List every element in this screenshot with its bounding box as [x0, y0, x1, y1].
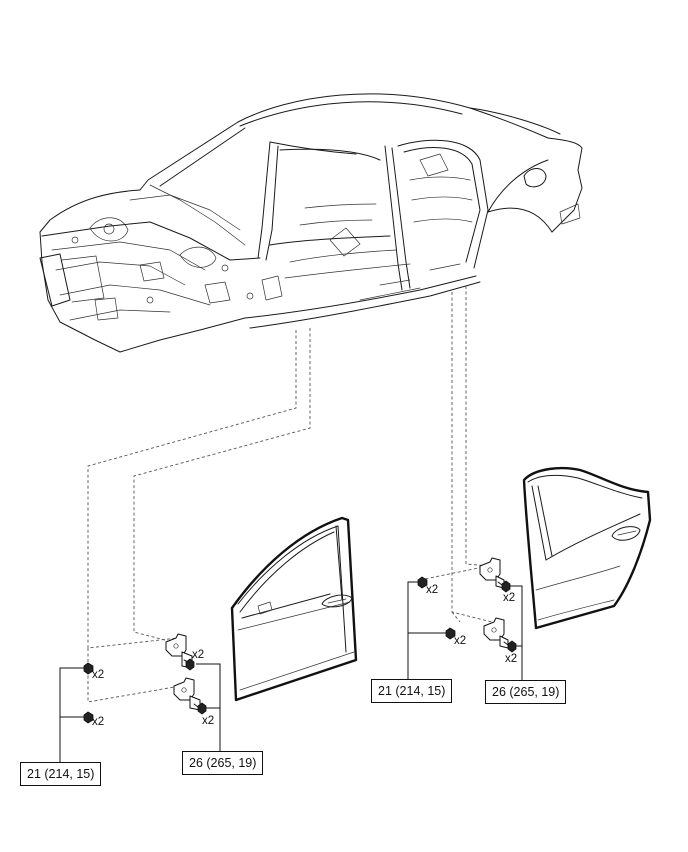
qty-front-lower-nut: x2 — [92, 716, 104, 728]
front-lower-bolt — [193, 702, 207, 715]
dashed-leaders — [87, 286, 493, 703]
rear-lower-hinge — [483, 617, 509, 649]
rear-lower-nut — [445, 627, 456, 640]
torque-spec-rear-nut: 21 (214, 15) — [371, 679, 453, 703]
qty-front-upper-bolt: x2 — [192, 649, 204, 661]
qty-front-upper-nut: x2 — [92, 669, 104, 681]
qty-rear-upper-bolt: x2 — [503, 592, 515, 604]
torque-spec-front-nut: 21 (214, 15) — [20, 762, 102, 786]
torque-spec-rear-bolt: 26 (265, 19) — [485, 680, 567, 704]
qty-rear-lower-nut: x2 — [454, 635, 466, 647]
torque-spec-front-bolt: 26 (265, 19) — [182, 751, 264, 775]
rear-door-illustration — [522, 466, 652, 630]
qty-rear-upper-nut: x2 — [426, 584, 438, 596]
qty-front-lower-bolt: x2 — [202, 715, 214, 727]
front-upper-nut — [83, 662, 94, 675]
torque-leaders — [59, 581, 523, 762]
qty-rear-lower-bolt: x2 — [505, 653, 517, 665]
rear-lower-bolt — [503, 640, 517, 653]
front-lower-nut — [83, 711, 94, 724]
car-body-illustration — [39, 93, 583, 353]
rear-upper-bolt — [497, 580, 511, 593]
front-door-illustration — [230, 516, 358, 702]
rear-upper-nut — [417, 576, 428, 589]
front-upper-bolt — [183, 658, 195, 671]
